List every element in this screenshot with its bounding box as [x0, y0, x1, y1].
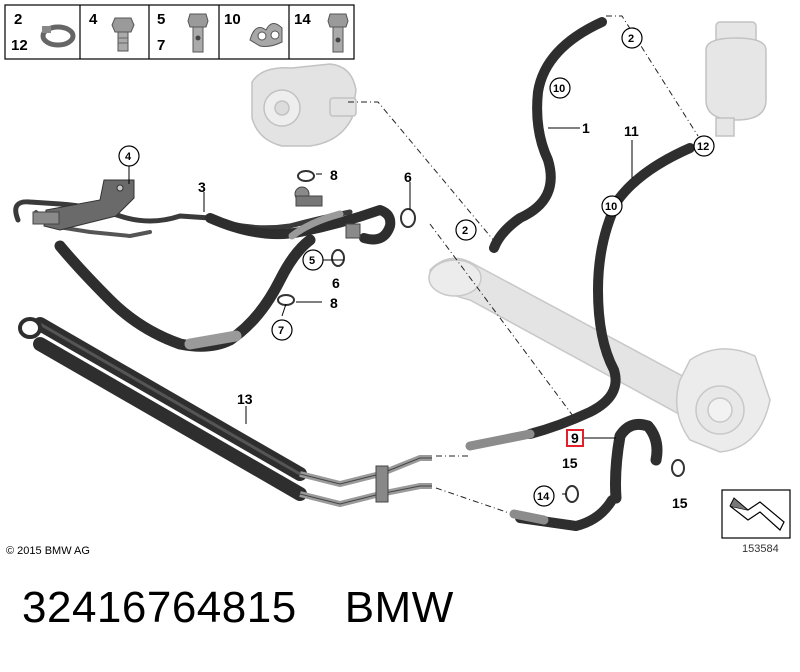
dashed-connection-lines [348, 15, 699, 517]
hoses [13, 17, 695, 531]
copyright-text: © 2015 BMW AG [6, 545, 90, 557]
callout-9[interactable]: 9 [571, 430, 579, 446]
callout-4[interactable]: 4 [125, 151, 132, 163]
callout-6[interactable]: 6 [404, 169, 412, 185]
supply-hose-1 [489, 17, 607, 253]
highlight-box [566, 429, 584, 447]
leader-lines [128, 127, 633, 495]
hose-clamp-icon [40, 24, 76, 48]
reservoir-ghost [705, 21, 767, 137]
hex-bolt-icon [111, 17, 135, 52]
legend-number[interactable]: 12 [11, 37, 28, 54]
legend-number[interactable]: 4 [89, 11, 98, 28]
callout-7[interactable]: 7 [278, 325, 284, 337]
fittings [32, 186, 361, 239]
callout-3[interactable]: 3 [198, 179, 206, 195]
callout-15[interactable]: 15 [672, 495, 688, 511]
power-steering-pump-ghost [251, 63, 357, 147]
callout-10[interactable]: 10 [553, 83, 565, 95]
callout-8[interactable]: 8 [330, 167, 338, 183]
callout-6[interactable]: 6 [332, 275, 340, 291]
oil-cooler-13 [18, 317, 432, 508]
diagram-number: 153584 [742, 543, 779, 555]
callout-13[interactable]: 13 [237, 391, 253, 407]
legend-number[interactable]: 5 [157, 11, 165, 28]
callout-1[interactable]: 1 [582, 120, 590, 136]
callout-12[interactable]: 12 [697, 141, 709, 153]
hollow-bolt-icon [327, 13, 349, 53]
brand-name: BMW [344, 583, 454, 632]
hose-9 [610, 418, 663, 504]
callout-2[interactable]: 2 [462, 225, 468, 237]
callout-10[interactable]: 10 [605, 201, 617, 213]
orientation-arrow-box: 153584 [721, 489, 791, 555]
legend-strip: 2 12 4 5 7 10 14 [4, 4, 355, 60]
banjo-bolt-icon [187, 13, 209, 53]
legend-number[interactable]: 2 [14, 11, 22, 28]
parts-diagram: 2 12 4 5 7 10 14 [4, 4, 791, 557]
pressure-line-3 [13, 199, 353, 231]
steering-rack-ghost [428, 257, 771, 453]
return-hose-11 [525, 143, 695, 439]
callouts: 1 2 2 3 4 5 6 6 7 8 8 9 10 10 11 12 [118, 27, 715, 511]
bracket-4 [43, 179, 135, 231]
callout-14[interactable]: 14 [537, 491, 550, 503]
callout-2[interactable]: 2 [628, 33, 634, 45]
legend-number[interactable]: 14 [294, 11, 311, 28]
legend-number[interactable]: 10 [224, 11, 241, 28]
hose-holder-clip-icon [249, 23, 283, 47]
legend-number[interactable]: 7 [157, 37, 165, 54]
part-number: 32416764815 [22, 583, 297, 632]
callout-11[interactable]: 11 [624, 123, 639, 139]
callout-15[interactable]: 15 [562, 455, 578, 471]
callout-8[interactable]: 8 [330, 295, 338, 311]
part-caption: 32416764815 BMW [22, 583, 454, 633]
callout-5[interactable]: 5 [309, 255, 315, 267]
